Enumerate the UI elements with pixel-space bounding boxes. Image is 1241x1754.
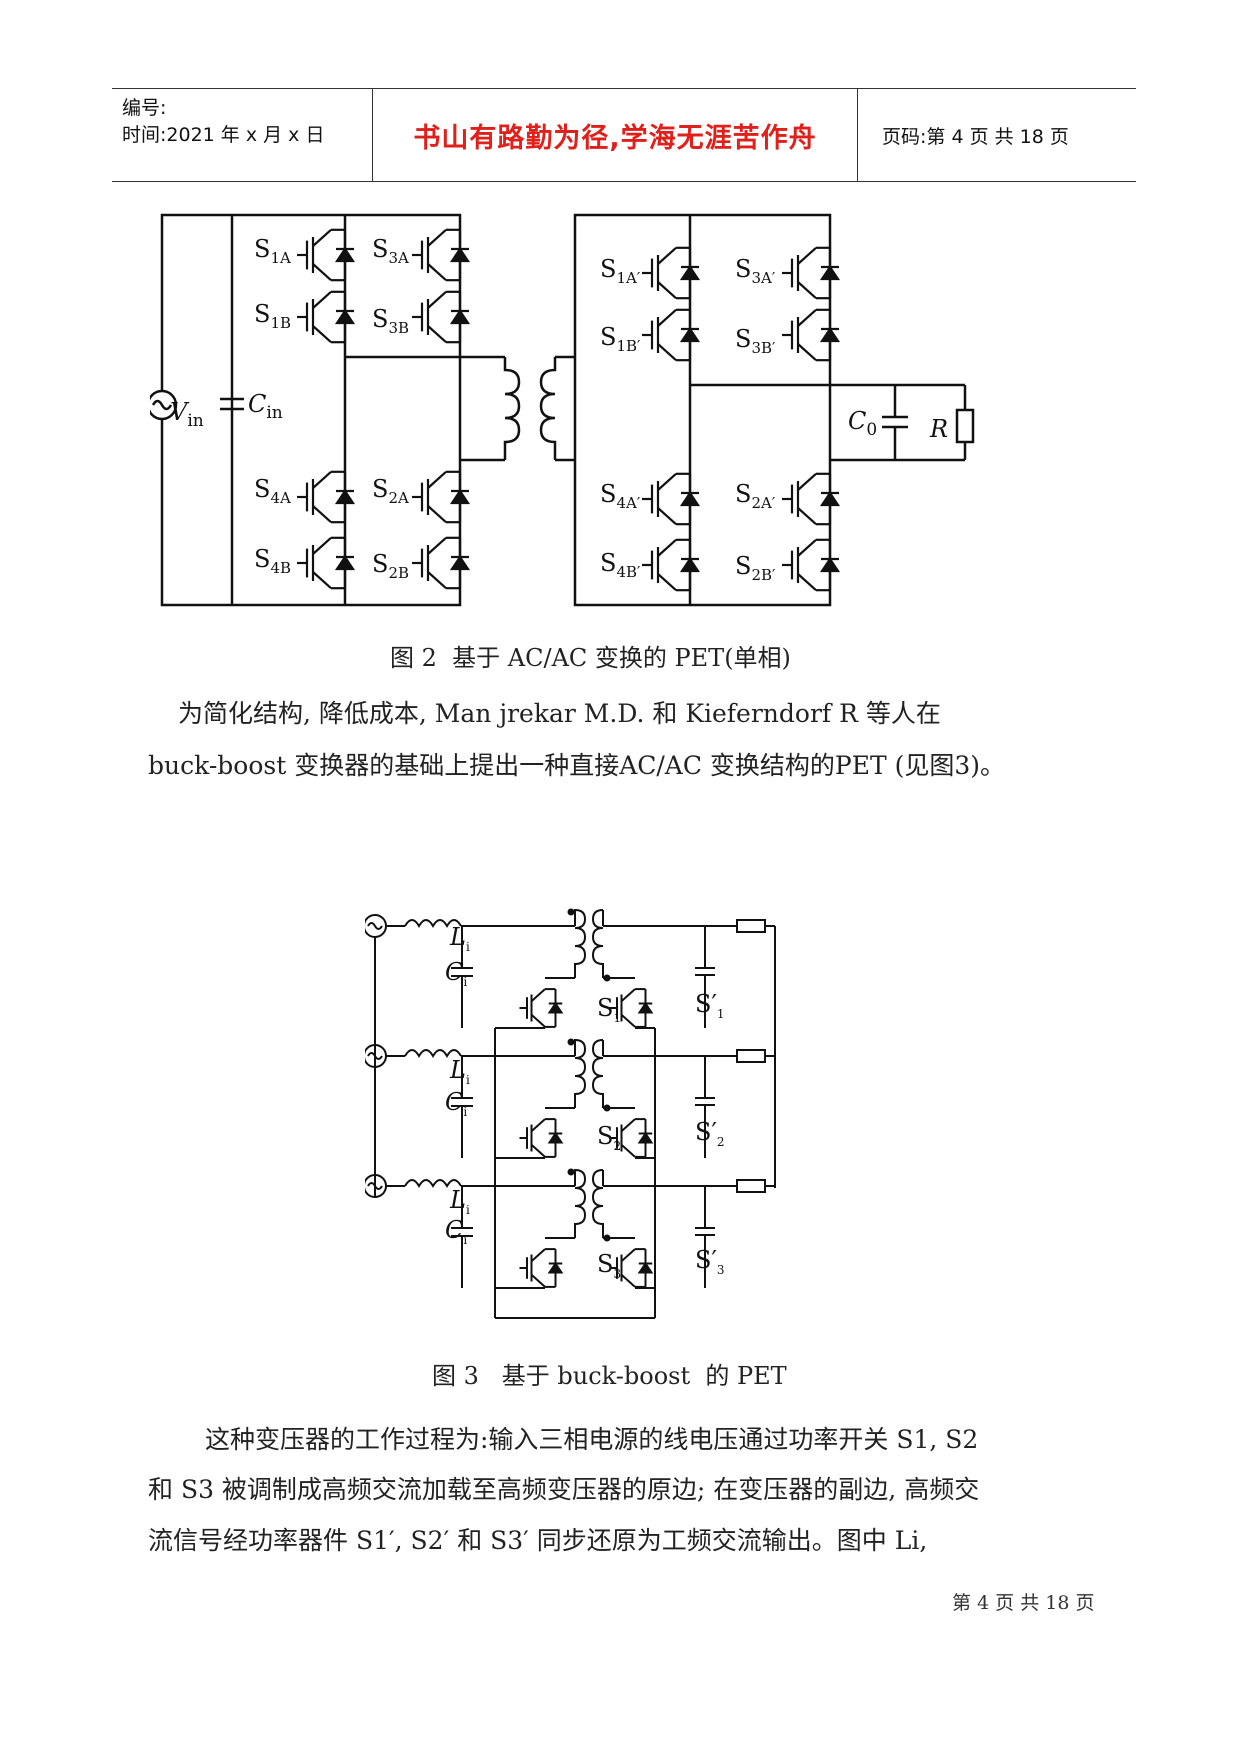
number-label: 编号: — [122, 97, 167, 119]
paragraph-2-line-3: 流信号经功率器件 S1′, S2′ 和 S3′ 同步还原为工频交流输出。图中 L… — [148, 1526, 928, 1555]
figure-3-caption: 图 3 基于 buck-boost 的 PET — [432, 1362, 787, 1390]
s4b-label: S4B — [254, 545, 291, 577]
s1-prime-label: S′1 — [695, 990, 725, 1021]
header-page-info: 页码:第 4 页 共 18 页 — [882, 125, 1069, 148]
igbt-s3 — [519, 1248, 564, 1288]
igbt-s1a — [297, 228, 356, 282]
s3b-prime-label: S3B′ — [735, 325, 776, 357]
s3b-label: S3B — [372, 305, 409, 337]
ci-label-3: Ci — [445, 1216, 467, 1247]
switch-group — [297, 228, 841, 592]
paragraph-1-line-1: 为简化结构, 降低成本, Man jrekar M.D. 和 Kieferndo… — [178, 699, 941, 728]
secondary-winding — [591, 1169, 604, 1238]
figure-2-caption: 图 2 基于 AC/AC 变换的 PET(单相) — [390, 644, 791, 672]
s1b-prime-label: S1B′ — [600, 323, 641, 355]
s1a-prime-label: S1A′ — [600, 255, 641, 287]
phase-3 — [365, 1168, 775, 1289]
time-label: 时间:2021 年 x 月 x 日 — [122, 124, 325, 146]
igbt-s1a-prime — [642, 246, 701, 300]
header-motto: 书山有路勤为径,学海无涯苦作舟 — [372, 89, 858, 181]
li-label-3: Li — [449, 1186, 470, 1217]
igbt-s4b-prime — [642, 538, 701, 592]
igbt-s2b — [412, 536, 471, 590]
inductor-icon — [404, 919, 462, 928]
igbt-s2b-prime — [782, 538, 841, 592]
igbt-s1b-prime — [642, 308, 701, 362]
s3-prime-label: S′3 — [695, 1246, 725, 1277]
ci-label-1: Ci — [445, 958, 467, 989]
igbt-s1 — [519, 988, 564, 1028]
s2-prime-label: S′2 — [695, 1118, 725, 1149]
igbt-s3a — [412, 228, 471, 282]
header-left: 编号: 时间:2021 年 x 月 x 日 — [122, 89, 374, 181]
li-label-1: Li — [449, 923, 470, 954]
inductor-icon — [404, 1179, 462, 1188]
igbt-s1-prime — [609, 988, 654, 1028]
s1a-label: S1A — [254, 235, 291, 267]
secondary-winding — [591, 1039, 604, 1108]
igbt-s3b — [412, 290, 471, 344]
li-label-2: Li — [449, 1056, 470, 1087]
igbt-s3-prime — [609, 1248, 654, 1288]
load-resistor — [736, 919, 766, 933]
ci-label-2: Ci — [445, 1088, 467, 1119]
igbt-s4a — [297, 470, 356, 524]
igbt-s3b-prime — [782, 308, 841, 362]
s4a-label: S4A — [254, 475, 291, 507]
s2a-label: S2A — [372, 475, 409, 507]
igbt-s4b — [297, 536, 356, 590]
igbt-s2-prime — [609, 1118, 654, 1158]
phase-1 — [365, 908, 775, 1029]
inductor-icon — [404, 1049, 462, 1058]
s2b-label: S2B — [372, 550, 409, 582]
igbt-s3a-prime — [782, 246, 841, 300]
primary-winding — [574, 1038, 587, 1108]
figure-2-circuit: ⁠Vin Cin C0 R S1A S3A S1B S3B S4A S2A S4… — [150, 213, 975, 607]
s1b-label: S1B — [254, 300, 291, 332]
primary-winding — [574, 1168, 587, 1238]
vin-label: ⁠Vin — [170, 398, 204, 431]
igbt-s4a-prime — [642, 472, 701, 526]
cin-label: Cin — [248, 390, 283, 423]
s4a-prime-label: S4A′ — [600, 480, 641, 512]
s3a-label: S3A — [372, 235, 409, 267]
s1-label: S1 — [597, 994, 621, 1025]
c0-label: C0 — [848, 407, 877, 440]
s2-label: S2 — [597, 1122, 621, 1153]
r-label: R — [929, 415, 948, 443]
s3a-prime-label: S3A′ — [735, 255, 776, 287]
phase-2 — [365, 1038, 775, 1159]
page-footer: 第 4 页 共 18 页 — [952, 1592, 1095, 1614]
s4b-prime-label: S4B′ — [600, 549, 641, 581]
paragraph-2-line-1: 这种变压器的工作过程为:输入三相电源的线电压通过功率开关 S1, S2 — [205, 1425, 979, 1454]
s2a-prime-label: S2A′ — [735, 480, 776, 512]
secondary-winding — [591, 909, 604, 978]
load-resistor — [736, 1179, 766, 1193]
s3-label: S3 — [597, 1250, 621, 1281]
igbt-s1b — [297, 290, 356, 344]
s2b-prime-label: S2B′ — [735, 552, 776, 584]
igbt-s2a-prime — [782, 472, 841, 526]
igbt-s2a — [412, 470, 471, 524]
page-header: 编号: 时间:2021 年 x 月 x 日 书山有路勤为径,学海无涯苦作舟 页码… — [112, 88, 1136, 182]
load-resistor — [736, 1049, 766, 1063]
figure-3-circuit: Li Ci Li Ci Li Ci S1 S2 S3 S′1 S′2 S′3 — [365, 908, 776, 1319]
igbt-s2 — [519, 1118, 564, 1158]
paragraph-2-line-2: 和 S3 被调制成高频交流加载至高频变压器的原边; 在变压器的副边, 高频交 — [148, 1475, 980, 1504]
primary-winding — [574, 908, 587, 978]
paragraph-1-line-2: buck-boost 变换器的基础上提出一种直接AC/AC 变换结构的PET (… — [148, 751, 1006, 780]
